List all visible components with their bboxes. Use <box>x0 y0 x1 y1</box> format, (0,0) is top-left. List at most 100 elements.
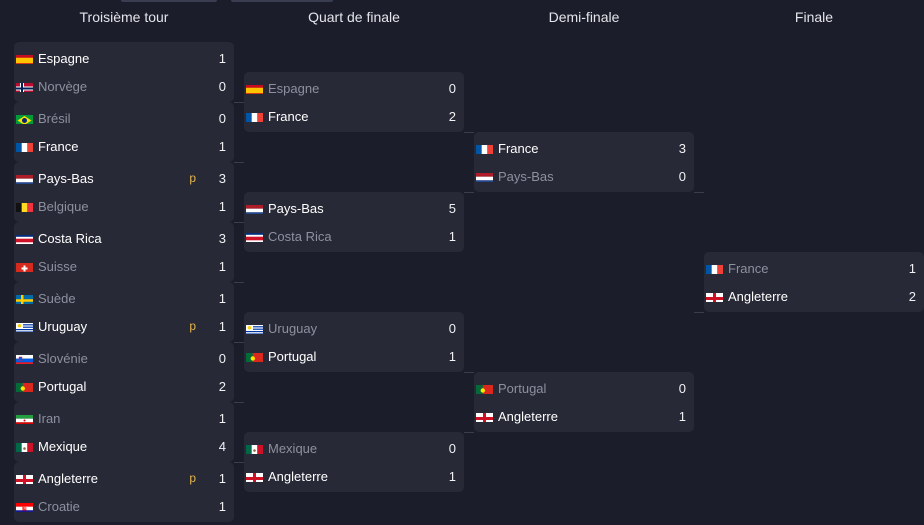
team-name: Iran <box>38 410 61 426</box>
flag-uru-icon <box>246 323 263 334</box>
team-name: Costa Rica <box>38 230 102 246</box>
team-score: 4 <box>218 438 226 454</box>
team-name: Uruguay <box>268 320 318 336</box>
bracket-connector <box>234 462 244 463</box>
team-score: 2 <box>218 378 226 394</box>
bracket-connector <box>234 222 244 223</box>
team-score: 0 <box>218 350 226 366</box>
team-name: Brésil <box>38 110 71 126</box>
team-name: Croatie <box>38 498 80 514</box>
flag-svn-icon <box>16 353 33 364</box>
team-row[interactable]: Pays-Bas p 3 <box>14 164 234 192</box>
team-name: Angleterre <box>268 468 328 484</box>
flag-ned-icon <box>16 173 33 184</box>
team-score: 1 <box>218 410 226 426</box>
team-name: Suède <box>38 290 76 306</box>
team-score: 3 <box>218 170 226 186</box>
team-row[interactable]: Costa Rica 1 <box>244 222 464 250</box>
team-score: 1 <box>448 228 456 244</box>
flag-swe-icon <box>16 293 33 304</box>
top-tab-indicator-left <box>121 0 217 2</box>
flag-ned-icon <box>246 203 263 214</box>
penalty-marker: p <box>189 171 196 185</box>
top-tab-indicator-right <box>231 0 333 2</box>
team-score: 2 <box>448 108 456 124</box>
team-name: France <box>728 260 769 276</box>
team-row[interactable]: Mexique 4 <box>14 432 234 460</box>
flag-por-icon <box>476 383 493 394</box>
team-score: 0 <box>218 78 226 94</box>
team-name: Belgique <box>38 198 89 214</box>
team-row[interactable]: France 1 <box>704 254 924 282</box>
round-header-final: Finale <box>794 9 834 25</box>
team-name: Espagne <box>38 50 90 66</box>
team-name: Costa Rica <box>268 228 332 244</box>
team-score: 1 <box>218 50 226 66</box>
team-row[interactable]: Brésil 0 <box>14 104 234 132</box>
team-name: Portugal <box>268 348 317 364</box>
flag-uru-icon <box>16 321 33 332</box>
flag-mex-icon <box>16 441 33 452</box>
bracket-connector <box>234 342 244 343</box>
round-header-semi-final: Demi-finale <box>548 9 620 25</box>
team-name: Mexique <box>38 438 88 454</box>
round-header-quarter-final: Quart de finale <box>308 9 400 25</box>
flag-por-icon <box>246 351 263 362</box>
flag-nor-icon <box>16 81 33 92</box>
team-score: 0 <box>448 440 456 456</box>
team-row[interactable]: Portugal 1 <box>244 342 464 370</box>
bracket-connector <box>464 432 474 433</box>
team-score: 1 <box>448 348 456 364</box>
team-name: Pays-Bas <box>38 170 94 186</box>
flag-fra-icon <box>706 263 723 274</box>
team-score: 1 <box>218 470 226 486</box>
team-score: 0 <box>678 168 686 184</box>
team-score: 0 <box>218 110 226 126</box>
team-score: 1 <box>218 318 226 334</box>
team-row[interactable]: Iran 1 <box>14 404 234 432</box>
team-score: 1 <box>908 260 916 276</box>
bracket-connector <box>234 402 244 403</box>
team-row[interactable]: Espagne 1 <box>14 44 234 72</box>
team-score: 1 <box>218 138 226 154</box>
flag-esp-icon <box>16 53 33 64</box>
penalty-marker: p <box>189 319 196 333</box>
